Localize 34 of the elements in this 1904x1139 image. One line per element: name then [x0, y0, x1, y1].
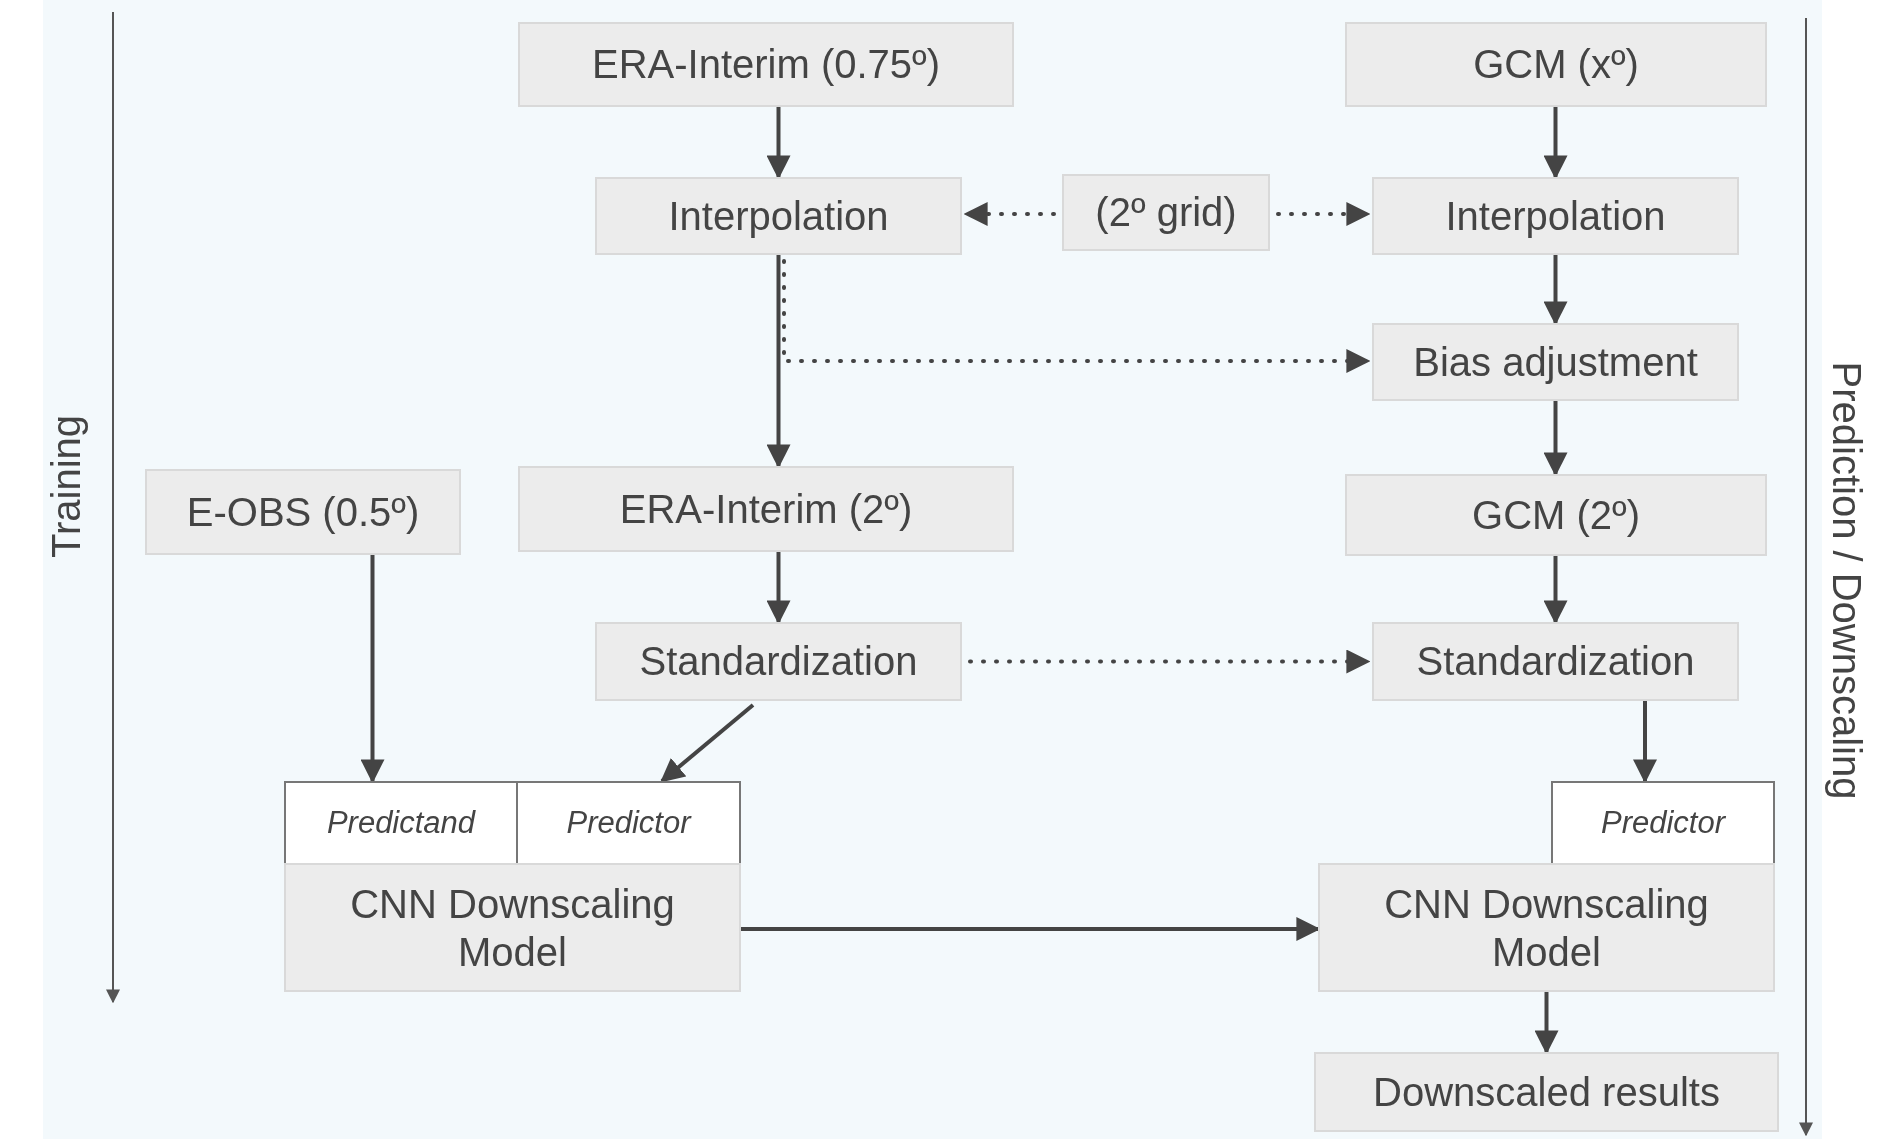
arrow	[1543, 107, 1568, 180]
arrow	[782, 259, 1371, 373]
process-box: ERA-Interim (0.75º)	[518, 22, 1014, 107]
variable-box: Predictor	[516, 781, 741, 865]
arrow	[766, 107, 791, 180]
process-box: Standardization	[1372, 622, 1739, 701]
process-box: GCM (xº)	[1345, 22, 1767, 107]
arrow	[660, 703, 755, 783]
arrow	[360, 555, 385, 784]
arrow	[963, 202, 1056, 226]
model-box: CNN Downscaling Model	[284, 863, 741, 992]
model-box: CNN Downscaling Model	[1318, 863, 1775, 992]
process-box: Bias adjustment	[1372, 323, 1739, 401]
process-box: ERA-Interim (2º)	[518, 466, 1014, 552]
process-box: Interpolation	[1372, 177, 1739, 255]
arrow	[766, 552, 791, 625]
arrow	[1543, 556, 1568, 625]
arrow	[1633, 701, 1657, 784]
arrow	[766, 255, 791, 469]
arrow	[1276, 202, 1371, 226]
arrow	[968, 649, 1371, 674]
process-box: GCM (2º)	[1345, 474, 1767, 556]
axis-label: Prediction / Downscaling	[1823, 361, 1869, 799]
variable-box: Predictor	[1551, 781, 1775, 865]
process-box: Standardization	[595, 622, 962, 701]
arrow	[1543, 255, 1568, 326]
variable-box: Predictand	[284, 781, 518, 865]
arrow	[1543, 401, 1568, 477]
process-box: E-OBS (0.5º)	[145, 469, 461, 555]
arrow	[1534, 992, 1559, 1055]
process-box: Downscaled results	[1314, 1052, 1779, 1132]
axis-label: Training	[44, 414, 90, 558]
process-box: Interpolation	[595, 177, 962, 255]
process-box: (2º grid)	[1062, 174, 1270, 251]
